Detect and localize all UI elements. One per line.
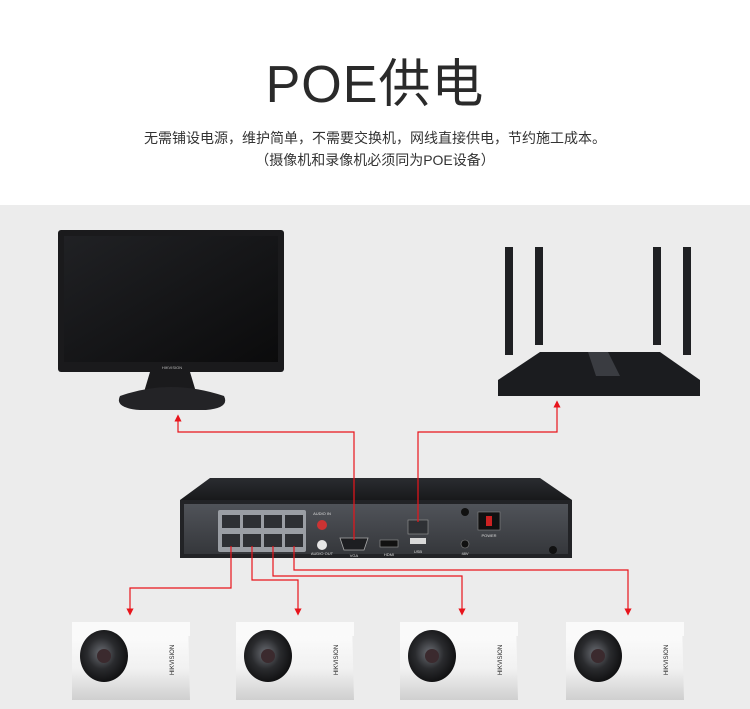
nvr-top: [180, 478, 572, 500]
audio-out-label: AUDIO OUT: [311, 551, 334, 556]
line-poe-to-camera-3: [272, 546, 466, 616]
poe-port: [222, 534, 240, 547]
hdmi-port: [379, 539, 399, 548]
router-antenna-2: [535, 247, 543, 345]
camera-2: HIKVISION: [236, 622, 354, 700]
camera-lens-center: [591, 649, 605, 663]
ground-screw: [461, 508, 469, 516]
audio-in-label: AUDIO IN: [313, 511, 331, 516]
monitor-neck: [144, 372, 196, 392]
router: [498, 247, 700, 396]
line-nvr-to-monitor: [174, 414, 355, 540]
camera-4: HIKVISION: [566, 622, 684, 700]
dc-label: 48V: [461, 551, 468, 556]
hdmi-label: HDMI: [384, 552, 394, 557]
router-antenna-3: [653, 247, 661, 345]
camera-hood: [566, 622, 684, 636]
poe-port: [285, 534, 303, 547]
subtitle-line-1: 无需铺设电源，维护简单，不需要交换机，网线直接供电，节约施工成本。: [144, 130, 606, 146]
usb-port: [410, 538, 426, 544]
vga-label: VGA: [350, 553, 359, 558]
poe-port: [243, 515, 261, 528]
page-title: POE供电: [265, 56, 485, 114]
monitor-brand: HIKVISION: [162, 365, 182, 370]
line-poe-to-camera-1: [126, 546, 232, 616]
poe-ports: [218, 510, 306, 552]
camera-lens-center: [261, 649, 275, 663]
lan-port: [407, 519, 429, 535]
subtitle-line-2: （摄像机和录像机必须同为POE设备）: [255, 152, 495, 168]
camera-1: HIKVISION: [72, 622, 190, 700]
camera-lens-center: [425, 649, 439, 663]
camera-brand: HIKVISION: [664, 645, 670, 675]
camera-hood: [72, 622, 190, 636]
poe-port: [264, 515, 282, 528]
vga-port: [339, 537, 369, 551]
camera-brand: HIKVISION: [170, 645, 176, 675]
camera-brand: HIKVISION: [498, 645, 504, 675]
camera-3: HIKVISION: [400, 622, 518, 700]
monitor: HIKVISION: [58, 230, 284, 410]
power-led: [549, 546, 557, 554]
camera-brand: HIKVISION: [334, 645, 340, 675]
connector-lines: [126, 400, 632, 616]
camera-hood: [400, 622, 518, 636]
monitor-screen: [64, 236, 278, 362]
poe-port: [264, 534, 282, 547]
dc-jack: [460, 539, 470, 549]
power-label: POWER: [481, 533, 496, 538]
audio-in-jack: [317, 520, 327, 530]
nvr: AUDIO IN AUDIO OUT VGA HDMI USB 48V POWE…: [180, 478, 572, 558]
monitor-stand: [118, 387, 226, 410]
usb-label: USB: [414, 549, 423, 554]
line-nvr-to-router: [417, 400, 561, 522]
audio-out-jack: [317, 540, 327, 550]
router-vent: [588, 352, 620, 376]
poe-port: [222, 515, 240, 528]
power-switch-rocker: [486, 516, 492, 526]
camera-hood: [236, 622, 354, 636]
router-antenna-4: [683, 247, 691, 355]
poe-port: [243, 534, 261, 547]
router-antenna-1: [505, 247, 513, 355]
line-poe-to-camera-4: [293, 546, 632, 616]
camera-lens-center: [97, 649, 111, 663]
poe-port: [285, 515, 303, 528]
line-poe-to-camera-2: [251, 546, 302, 616]
